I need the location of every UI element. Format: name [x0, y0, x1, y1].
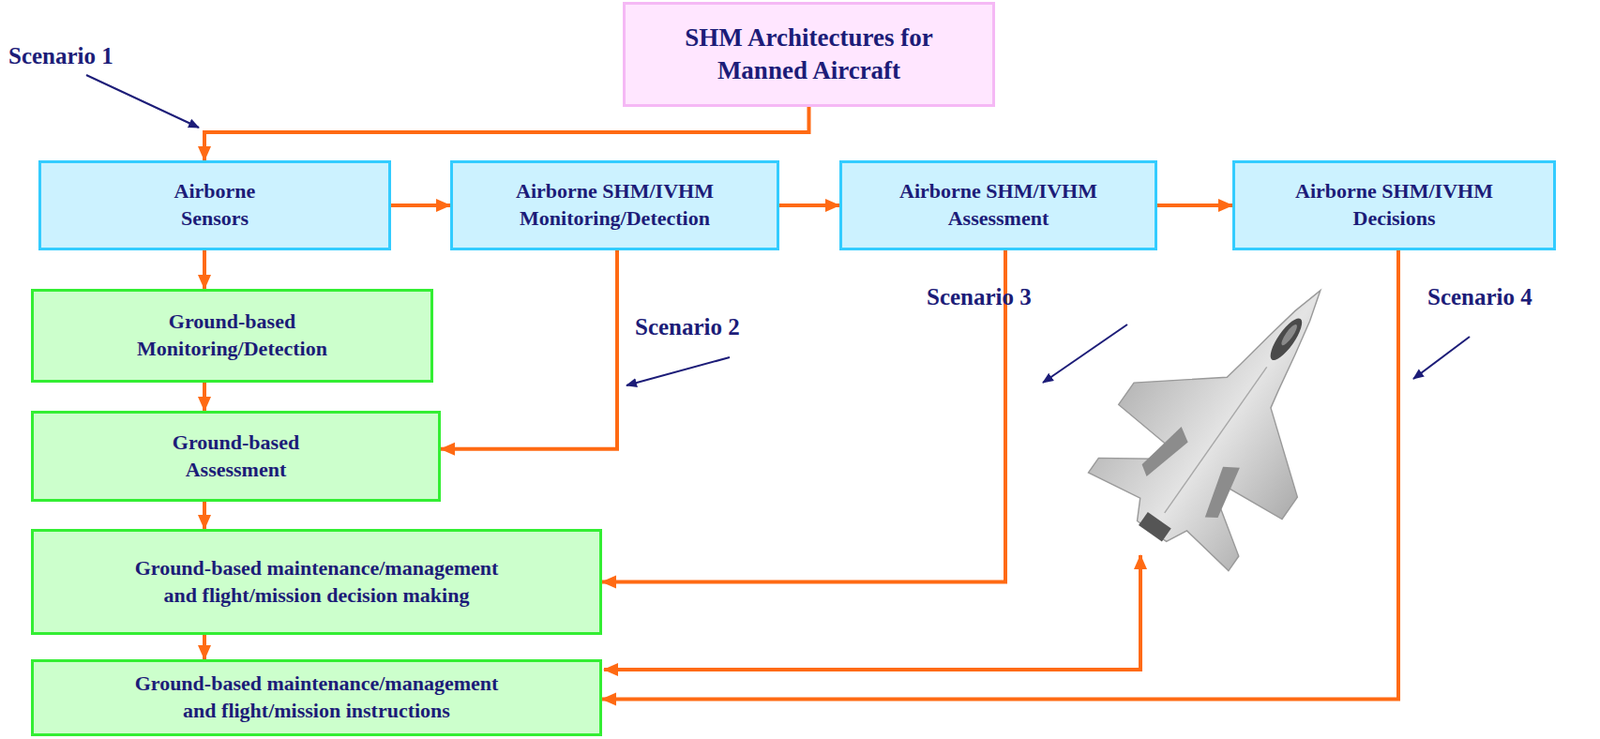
scenario-label: Scenario 4	[1427, 284, 1533, 311]
flow-arrow	[204, 106, 810, 161]
ground-box: Ground-based Monitoring/Detection	[30, 288, 434, 383]
airborne-box: Airborne SHM/IVHM Monitoring/Detection	[450, 160, 780, 251]
flow-arrow	[391, 203, 451, 208]
scenario-label: Scenario 2	[634, 314, 740, 341]
title-box: SHM Architectures for Manned Aircraft	[622, 1, 996, 107]
box-label: Ground-based maintenance/management and …	[126, 670, 507, 725]
flow-arrow	[602, 250, 1399, 700]
flow-arrow	[202, 250, 207, 289]
flow-arrow	[202, 634, 207, 660]
airborne-box: Airborne Sensors	[38, 160, 392, 251]
airborne-box: Airborne SHM/IVHM Assessment	[839, 160, 1158, 251]
box-label: Airborne Sensors	[144, 178, 286, 232]
box-label: Airborne SHM/IVHM Decisions	[1277, 178, 1512, 232]
ground-box: Ground-based maintenance/management and …	[30, 528, 603, 635]
box-label: Ground-based Assessment	[161, 429, 312, 484]
flow-arrow	[202, 382, 207, 411]
ground-box: Ground-based Assessment	[30, 410, 441, 502]
leader-line	[1413, 336, 1470, 379]
box-label: Airborne SHM/IVHM Monitoring/Detection	[498, 178, 733, 232]
airborne-box: Airborne SHM/IVHM Decisions	[1232, 160, 1556, 251]
flow-arrow	[1157, 203, 1233, 208]
leader-line	[1042, 324, 1128, 383]
uplink-arrow	[603, 555, 1141, 670]
flow-arrow	[440, 250, 618, 450]
box-label: Airborne SHM/IVHM Assessment	[881, 178, 1117, 232]
ground-box: Ground-based maintenance/management and …	[30, 659, 603, 737]
box-label: Ground-based maintenance/management and …	[126, 555, 507, 609]
leader-line	[626, 357, 730, 386]
flow-arrow	[779, 203, 840, 208]
leader-line	[86, 75, 199, 128]
box-label: SHM Architectures for Manned Aircraft	[654, 21, 965, 88]
flow-arrow	[202, 501, 207, 529]
jet-illustration	[1068, 233, 1403, 591]
scenario-label: Scenario 1	[8, 43, 114, 70]
scenario-label: Scenario 3	[926, 284, 1032, 311]
box-label: Ground-based Monitoring/Detection	[120, 308, 346, 363]
